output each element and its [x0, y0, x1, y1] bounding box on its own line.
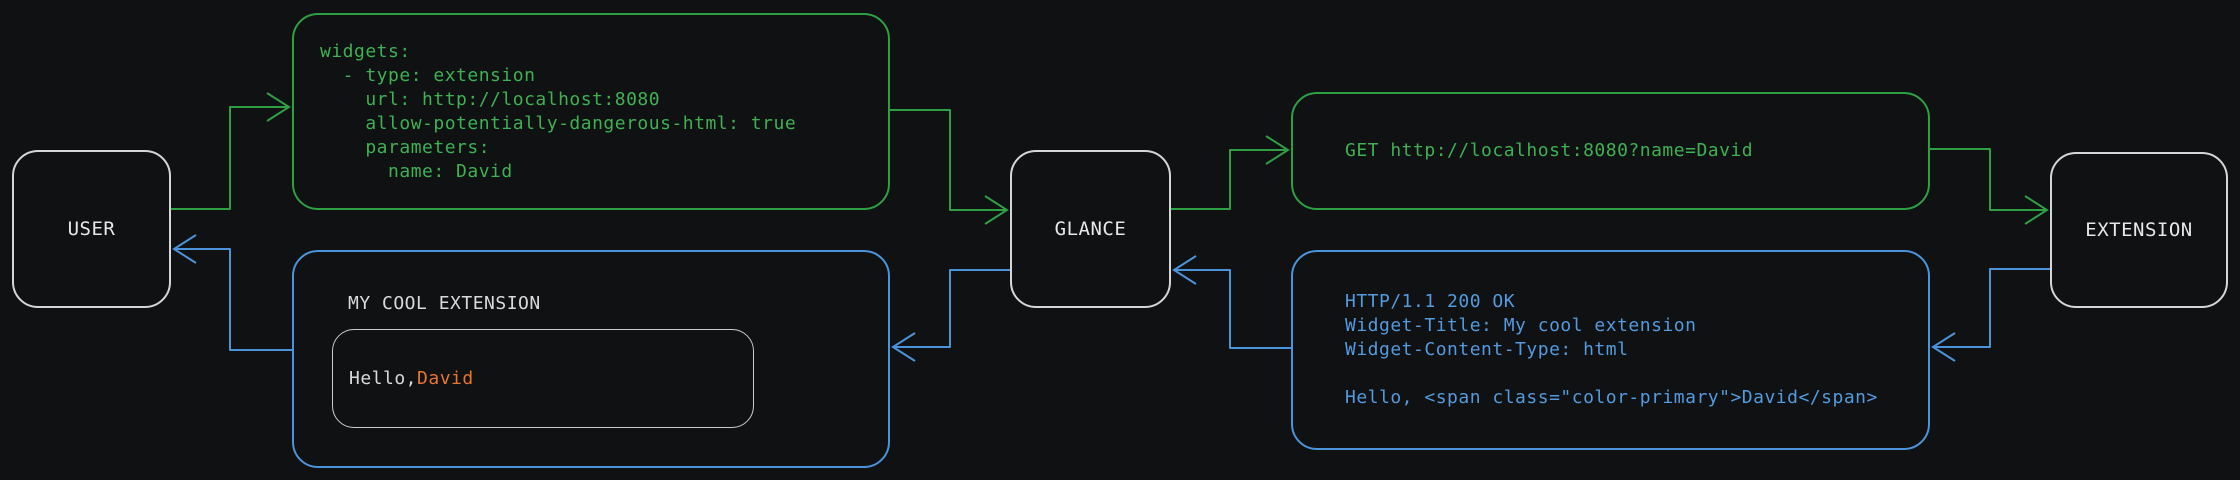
- rendered-widget-box: MY COOL EXTENSION Hello, David: [292, 250, 890, 468]
- glance-node-label: GLANCE: [1054, 218, 1127, 240]
- arrow-glance-to-widget: [891, 269, 1010, 362]
- glance-node: GLANCE: [1010, 150, 1171, 308]
- http-response-code: HTTP/1.1 200 OK Widget-Title: My cool ex…: [1345, 291, 1878, 408]
- arrow-request-to-extension: [1930, 148, 2049, 225]
- greeting-prefix: Hello,: [349, 368, 418, 389]
- http-request-code: GET http://localhost:8080?name=David: [1345, 140, 1754, 161]
- greeting-name: David: [417, 368, 474, 389]
- widget-greeting-box: Hello, David: [332, 329, 754, 428]
- http-response-box: HTTP/1.1 200 OK Widget-Title: My cool ex…: [1291, 250, 1930, 450]
- config-yaml-box: widgets: - type: extension url: http://l…: [292, 13, 890, 210]
- user-node: USER: [12, 150, 171, 308]
- widget-title: MY COOL EXTENSION: [348, 293, 541, 314]
- extension-node: EXTENSION: [2050, 152, 2228, 308]
- arrow-config-to-glance: [890, 109, 1009, 225]
- extension-node-label: EXTENSION: [2085, 219, 2193, 241]
- user-node-label: USER: [67, 218, 116, 240]
- arrow-glance-to-request: [1171, 135, 1290, 210]
- arrow-response-to-glance: [1172, 255, 1291, 349]
- arrow-user-to-config: [171, 92, 291, 210]
- http-request-box: GET http://localhost:8080?name=David: [1291, 92, 1930, 210]
- arrow-widget-to-user: [172, 234, 292, 351]
- config-yaml-code: widgets: - type: extension url: http://l…: [320, 40, 797, 182]
- arrow-extension-to-response: [1931, 268, 2050, 362]
